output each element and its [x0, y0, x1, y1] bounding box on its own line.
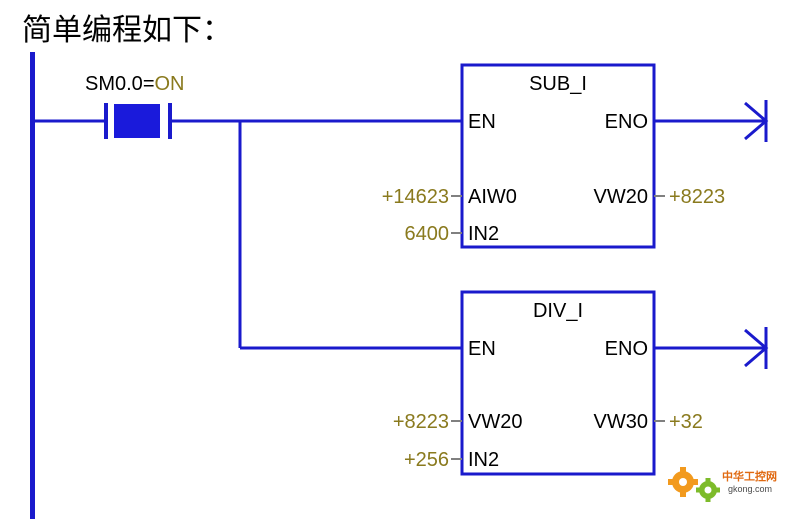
gear-icon	[668, 467, 698, 497]
watermark-logo: 中华工控网 gkong.com	[668, 467, 777, 502]
div-i-in1-value: +8223	[393, 411, 449, 433]
sub-i-title: SUB_I	[529, 73, 587, 95]
sub-i-en: EN	[468, 111, 496, 133]
sub-i-eno: ENO	[605, 111, 648, 133]
contact-sm0-0[interactable]	[104, 103, 172, 139]
sub-i-out-pin: VW20	[594, 186, 648, 208]
contact-label: SM0.0=ON	[85, 73, 185, 95]
gear-small-icon	[696, 478, 720, 502]
sub-i-in1-pin: AIW0	[468, 186, 517, 208]
div-i-eno: ENO	[605, 338, 648, 360]
sub-i-in2-pin: IN2	[468, 223, 499, 245]
div-i-in1-pin: VW20	[468, 411, 522, 433]
div-i-in2-value: +256	[404, 449, 449, 471]
left-power-rail	[30, 52, 35, 519]
sub-i-block[interactable]: SUB_I EN ENO AIW0 VW20 IN2	[460, 63, 656, 249]
div-i-out-value: +32	[669, 411, 703, 433]
div-i-title: DIV_I	[533, 300, 583, 322]
watermark-cn: 中华工控网	[722, 469, 777, 483]
sub-i-in1-value: +14623	[382, 186, 449, 208]
watermark-url: gkong.com	[728, 484, 772, 494]
div-i-en: EN	[468, 338, 496, 360]
div-i-block[interactable]: DIV_I EN ENO VW20 VW30 IN2	[460, 290, 656, 476]
page-title: 简单编程如下：	[22, 13, 232, 48]
div-i-out-pin: VW30	[594, 411, 648, 433]
sub-i-out-value: +8223	[669, 186, 725, 208]
div-i-in2-pin: IN2	[468, 449, 499, 471]
sub-i-in2-value: 6400	[405, 223, 450, 245]
